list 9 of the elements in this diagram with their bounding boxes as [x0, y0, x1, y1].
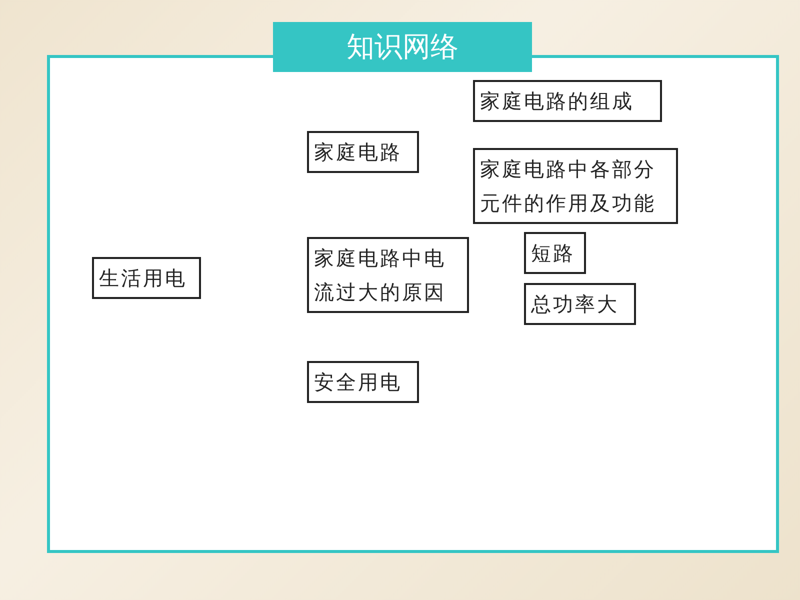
concept-box: 家庭电路中各部分元件的作用及功能	[473, 148, 678, 224]
concept-box: 家庭电路	[307, 131, 419, 173]
title-banner: 知识网络	[273, 22, 532, 72]
concept-box: 短路	[524, 232, 586, 274]
concept-box: 生活用电	[92, 257, 201, 299]
concept-box: 总功率大	[524, 283, 636, 325]
concept-box: 安全用电	[307, 361, 419, 403]
concept-box: 家庭电路的组成	[473, 80, 662, 122]
concept-box: 家庭电路中电流过大的原因	[307, 237, 469, 313]
